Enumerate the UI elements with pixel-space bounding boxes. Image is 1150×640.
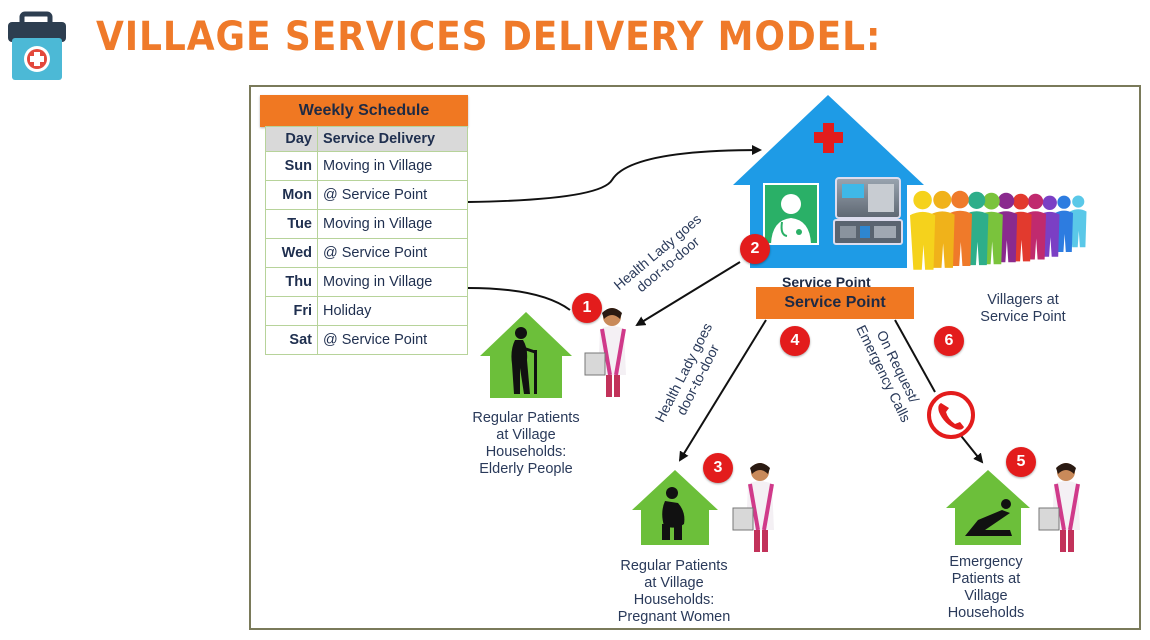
table-row: Sat@ Service Point (265, 325, 468, 355)
day-cell: Sun (265, 151, 318, 181)
caption-line: Regular Patients (620, 558, 728, 574)
pregnant-caption: Regular Patients at Village Households: … (606, 558, 742, 626)
day-cell: Tue (265, 209, 318, 239)
service-cell: Moving in Village (317, 151, 468, 181)
caption-line: Emergency (949, 554, 1023, 570)
day-cell: Wed (265, 238, 318, 268)
red-cross-icon (814, 123, 843, 153)
door-to-door-arrow-1 (635, 261, 741, 327)
schedule-header: Weekly Schedule (260, 95, 468, 127)
caption-line: Pregnant Women (617, 609, 731, 625)
caption-line: Regular Patients (472, 410, 580, 426)
service-point-house (733, 95, 924, 268)
day-cell: Thu (265, 267, 318, 297)
day-cell: Fri (265, 296, 318, 326)
villagers-caption: Villagers at Service Point (968, 292, 1078, 326)
page-title: VILLAGE SERVICES DELIVERY MODEL: (96, 14, 882, 60)
step-badge-5: 5 (1006, 447, 1036, 477)
emergency-line (894, 319, 936, 393)
elderly-caption: Regular Patients at Village Households: … (466, 410, 586, 478)
step-badge-4: 4 (780, 326, 810, 356)
door-to-door-arrow-2 (678, 319, 767, 462)
step-badge-6: 6 (934, 326, 964, 356)
col-service: Service Delivery (317, 126, 468, 152)
caption-line: at Village (644, 575, 704, 591)
caption-line: Households (947, 605, 1025, 621)
table-row: Wed@ Service Point (265, 238, 468, 268)
step-badge-2: 2 (740, 234, 770, 264)
caption-line: Households: (633, 592, 715, 608)
health-lady-icon (584, 308, 1080, 552)
emergency-house (946, 470, 1030, 545)
diagram-frame (249, 85, 1141, 630)
villagers-caption-line: Villagers at (987, 292, 1059, 308)
service-cell: Moving in Village (317, 267, 468, 297)
emergency-arrow (957, 431, 984, 464)
caption-line: Elderly People (479, 461, 573, 477)
service-cell: @ Service Point (317, 180, 468, 210)
villagers-crowd-icon (910, 190, 1087, 270)
service-point-label: Service Point (756, 287, 914, 319)
caption-line: Households: (485, 444, 567, 460)
caption-line: at Village (496, 427, 556, 443)
day-cell: Mon (265, 180, 318, 210)
day-cell: Sat (265, 325, 318, 355)
service-cell: Holiday (317, 296, 468, 326)
thu-line (467, 287, 571, 311)
service-point-caption-partial: Service Point (782, 274, 871, 290)
reclining-patient-icon (965, 499, 1012, 536)
doctor-icon (763, 183, 819, 245)
service-cell: @ Service Point (317, 325, 468, 355)
caption-line: Village (964, 588, 1008, 604)
mon-arrow (467, 145, 762, 203)
step-badge-3: 3 (703, 453, 733, 483)
caption-line: Patients at (951, 571, 1021, 587)
step-badge-1: 1 (572, 293, 602, 323)
medical-equipment-icon (833, 177, 903, 245)
schedule-header-row: Day Service Delivery (265, 126, 468, 152)
service-cell: @ Service Point (317, 238, 468, 268)
villagers-caption-line: Service Point (980, 309, 1066, 325)
phone-icon (927, 391, 975, 439)
table-row: Mon@ Service Point (265, 180, 468, 210)
pregnant-house (632, 470, 718, 545)
service-cell: Moving in Village (317, 209, 468, 239)
elderly-house (480, 312, 572, 398)
col-day: Day (265, 126, 318, 152)
emergency-caption: Emergency Patients at Village Households (936, 554, 1036, 622)
elderly-person-icon (511, 327, 537, 394)
pregnant-woman-icon (662, 487, 685, 540)
